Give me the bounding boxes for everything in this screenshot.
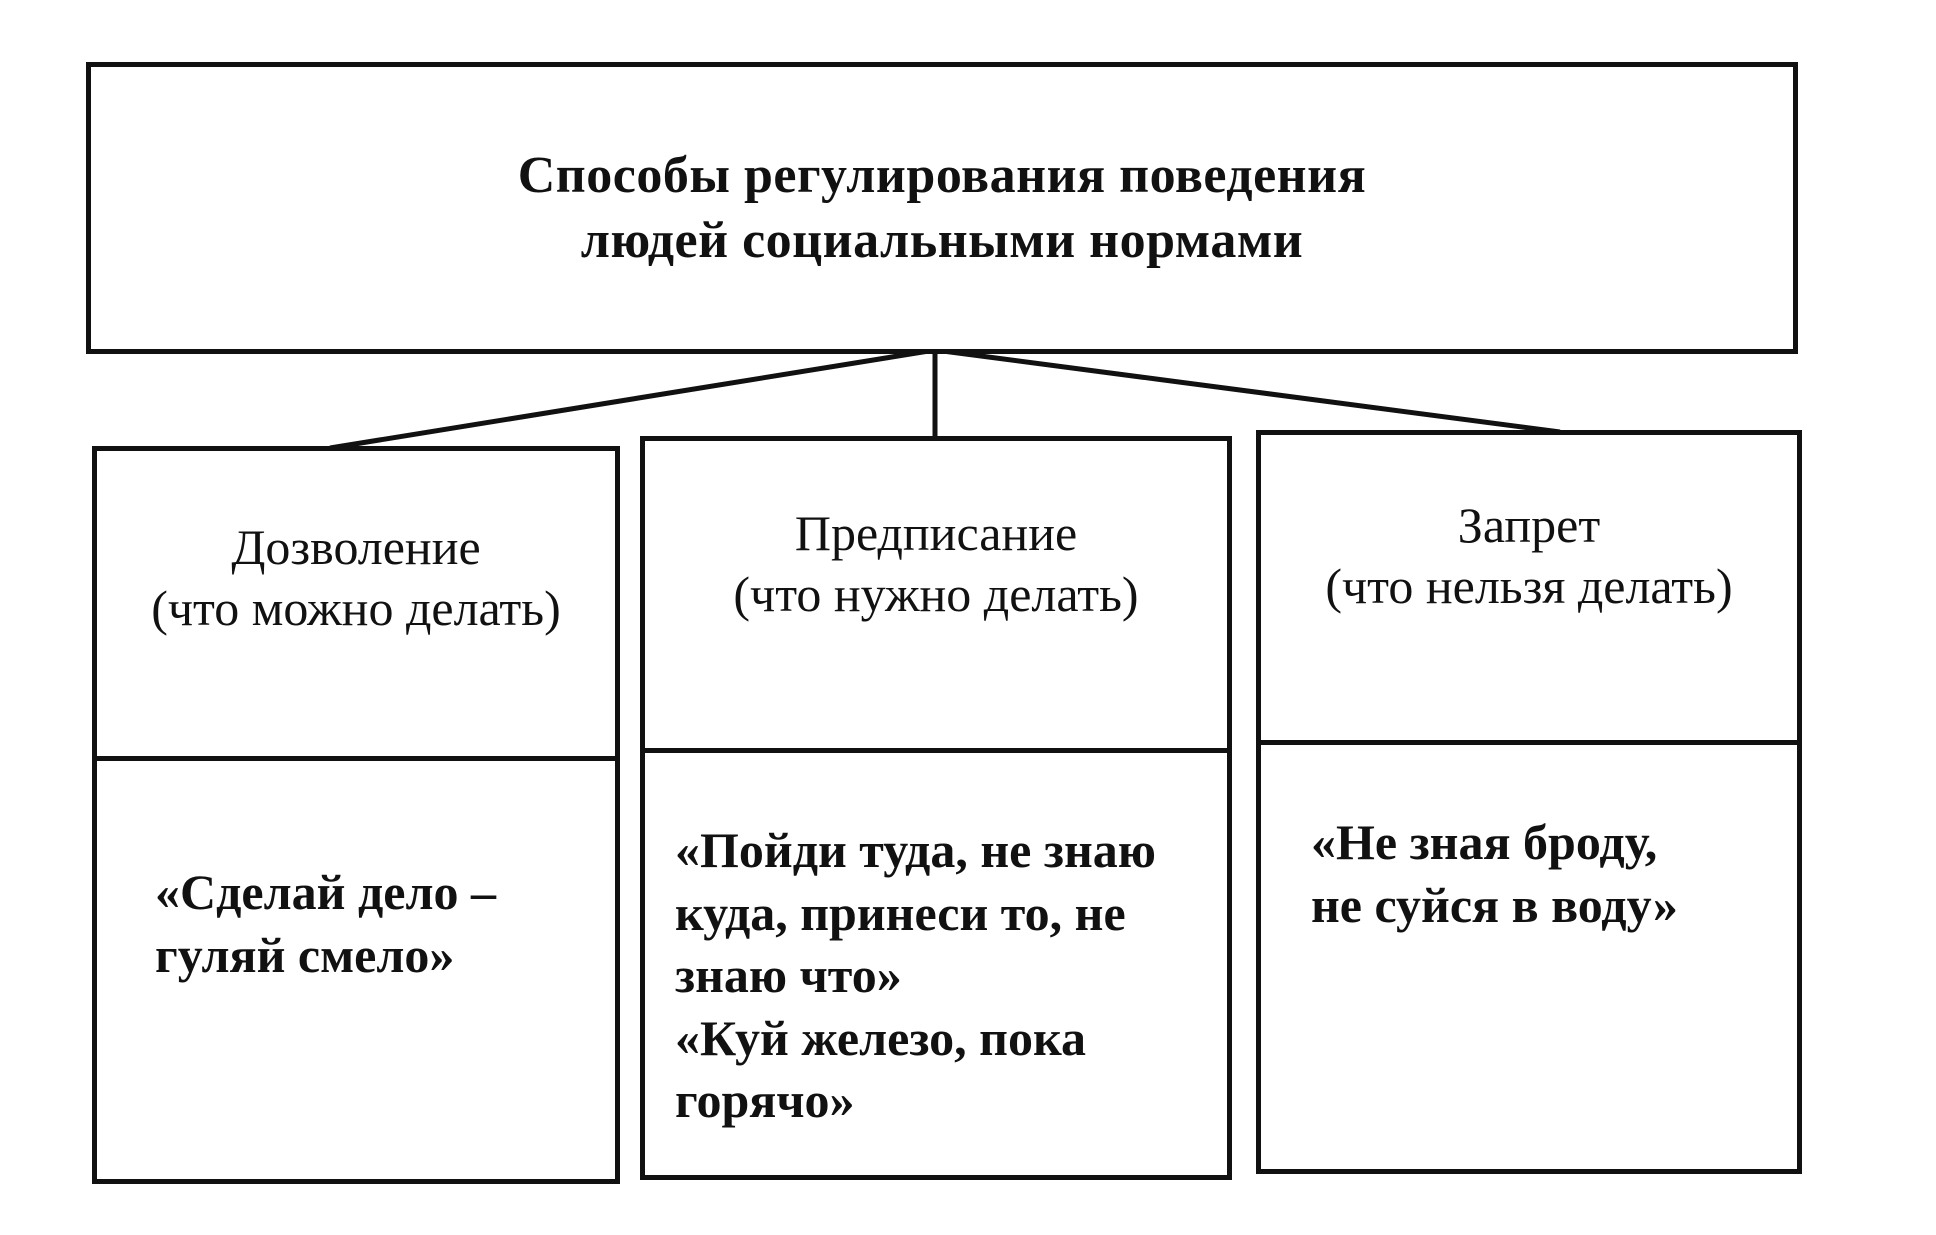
- example-line: «Куй железо, пока: [675, 1009, 1087, 1066]
- root-title-line-2: людей социальными нормами: [580, 212, 1304, 269]
- root-title: Способы регулирования поведения людей со…: [392, 143, 1492, 273]
- column-prescription-header: Предписание (что нужно делать): [645, 441, 1227, 753]
- column-prohibition: Запрет (что нельзя делать) «Не зная брод…: [1256, 430, 1802, 1174]
- example-line: куда, принеси то, не: [675, 884, 1126, 941]
- column-prohibition-example: «Не зная броду, не суйся в воду»: [1261, 745, 1797, 1169]
- column-prescription-subtitle: (что нужно делать): [733, 566, 1139, 622]
- column-prescription-example: «Пойди туда, не знаю куда, принеси то, н…: [645, 753, 1227, 1175]
- column-prescription-title: Предписание: [794, 505, 1078, 561]
- example-line: гуляй смело»: [155, 926, 455, 983]
- example-line: «Не зная броду,: [1311, 814, 1658, 870]
- column-permission-title: Дозволение: [231, 519, 481, 575]
- column-permission-header: Дозволение (что можно делать): [97, 451, 615, 761]
- example-line: «Сделай дело –: [155, 864, 496, 920]
- column-permission: Дозволение (что можно делать) «Сделай де…: [92, 446, 620, 1184]
- connector-right: [934, 347, 1561, 435]
- column-prescription: Предписание (что нужно делать) «Пойди ту…: [640, 436, 1232, 1180]
- example-line: горячо»: [675, 1072, 855, 1128]
- example-line: «Пойди туда, не знаю: [675, 822, 1156, 878]
- column-prohibition-header: Запрет (что нельзя делать): [1261, 435, 1797, 745]
- root-title-line-1: Способы регулирования поведения: [517, 147, 1367, 204]
- column-permission-example: «Сделай дело – гуляй смело»: [97, 761, 615, 1179]
- column-prohibition-title: Запрет: [1457, 497, 1601, 553]
- connector-left: [329, 347, 936, 451]
- example-line: не суйся в воду»: [1311, 876, 1678, 933]
- column-permission-subtitle: (что можно делать): [151, 580, 561, 636]
- root-box: Способы регулирования поведения людей со…: [86, 62, 1798, 354]
- column-prohibition-subtitle: (что нельзя делать): [1325, 558, 1733, 614]
- example-line: знаю что»: [675, 947, 902, 1003]
